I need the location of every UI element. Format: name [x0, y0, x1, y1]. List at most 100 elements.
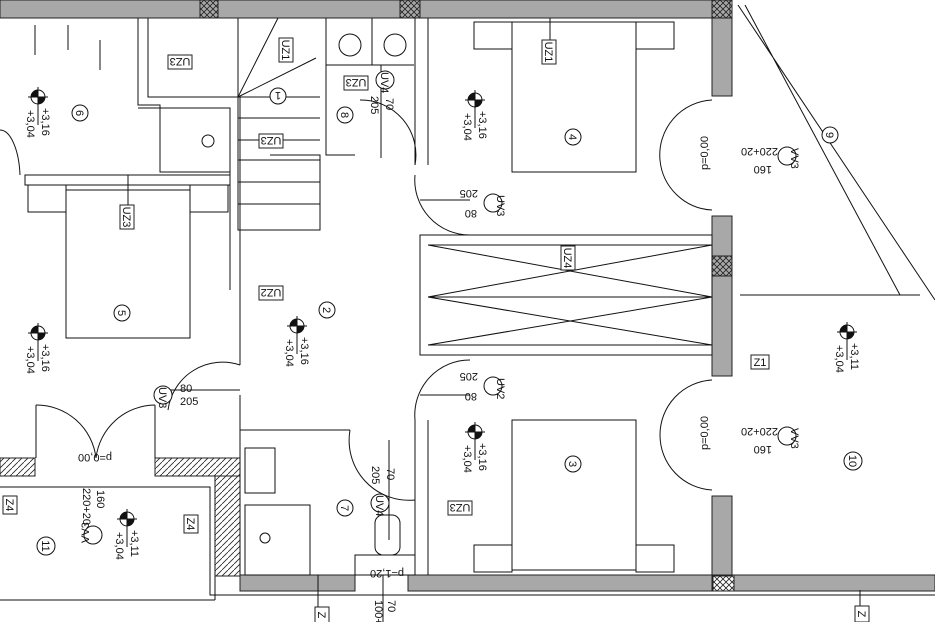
svg-text:+3,04: +3,04 — [24, 346, 36, 374]
svg-text:VV3: VV3 — [80, 522, 92, 543]
svg-text:UV2: UV2 — [494, 378, 506, 399]
svg-text:1: 1 — [275, 89, 281, 101]
svg-text:+3,04: +3,04 — [113, 532, 125, 560]
svg-text:UV4: UV4 — [373, 495, 385, 516]
svg-text:+3,04: +3,04 — [833, 345, 845, 373]
svg-text:160: 160 — [94, 490, 106, 508]
door-uv3-right: UV3 80 205 — [460, 187, 506, 219]
tag-z4: Z4 — [2, 495, 18, 515]
level-markers: +3,16+3,04 +3,16+3,04 +3,16+3,04 +3,16+3… — [24, 86, 860, 560]
svg-text:11: 11 — [39, 540, 51, 551]
svg-text:+3,04: +3,04 — [461, 445, 473, 473]
svg-text:UZ3: UZ3 — [450, 501, 471, 513]
svg-text:UZ3: UZ3 — [120, 207, 132, 228]
level-marker-r3: +3,16+3,04 — [461, 421, 488, 473]
svg-text:+3,16: +3,16 — [39, 344, 51, 372]
svg-text:205: 205 — [369, 466, 381, 484]
tag-uz3: UZ3 — [258, 133, 284, 149]
svg-text:4: 4 — [566, 134, 578, 140]
svg-text:70: 70 — [384, 468, 396, 480]
room-9: 9 — [821, 126, 839, 144]
tag-uz3: UZ3 — [447, 500, 473, 516]
tag-z: Z — [314, 606, 330, 622]
svg-text:3: 3 — [566, 461, 578, 467]
svg-text:70: 70 — [385, 600, 397, 612]
svg-text:UZ4: UZ4 — [561, 248, 573, 269]
svg-text:205: 205 — [460, 370, 478, 382]
svg-text:+3,16: +3,16 — [476, 443, 488, 471]
element-tags: UZ3 UZ1 UZ3 UZ3 UZ3 UZ1 UZ2 UZ4 Z1 UZ3 Z… — [2, 37, 870, 622]
tag-z: Z — [854, 605, 870, 622]
svg-text:UZ1: UZ1 — [542, 42, 554, 63]
svg-text:Z4: Z4 — [184, 518, 196, 531]
svg-text:10: 10 — [846, 455, 858, 467]
svg-text:100+: 100+ — [372, 600, 384, 622]
svg-text:UV4: UV4 — [378, 72, 390, 93]
svg-text:205: 205 — [180, 396, 198, 408]
svg-text:+3,11: +3,11 — [848, 343, 860, 370]
level-marker-r10: +3,11+3,04 — [833, 321, 860, 373]
svg-text:+3,04: +3,04 — [283, 339, 295, 367]
level-marker-r6: +3,16+3,04 — [24, 86, 51, 138]
room-11: 11 — [36, 536, 56, 556]
tag-z1: Z1 — [750, 354, 770, 370]
svg-text:UV3: UV3 — [494, 195, 506, 216]
svg-text:70: 70 — [383, 98, 395, 110]
tag-uz2: UZ2 — [258, 285, 284, 301]
svg-text:220+20: 220+20 — [741, 145, 778, 157]
room-10: 10 — [843, 451, 863, 471]
svg-text:Z1: Z1 — [754, 357, 767, 369]
svg-text:80: 80 — [465, 390, 477, 402]
svg-text:80: 80 — [465, 207, 477, 219]
svg-text:VV3: VV3 — [788, 428, 800, 449]
svg-text:205: 205 — [368, 96, 380, 114]
level-marker-r11: +3,11+3,04 — [113, 508, 140, 560]
svg-text:UZ3: UZ3 — [170, 55, 191, 67]
svg-text:205: 205 — [460, 187, 478, 199]
svg-text:UZ3: UZ3 — [346, 76, 367, 88]
svg-text:160: 160 — [754, 443, 772, 455]
svg-text:p=0,00: p=0,00 — [699, 416, 711, 450]
svg-text:8: 8 — [338, 112, 350, 118]
svg-text:+3,16: +3,16 — [298, 337, 310, 365]
tag-uz4: UZ4 — [560, 245, 576, 271]
svg-text:VV3: VV3 — [788, 148, 800, 169]
tag-uz3: UZ3 — [119, 204, 135, 230]
level-marker-r4: +3,16+3,04 — [461, 89, 488, 141]
svg-text:7: 7 — [338, 505, 350, 511]
svg-text:6: 6 — [73, 110, 85, 116]
room-5: 5 — [113, 304, 131, 322]
svg-text:UZ2: UZ2 — [261, 286, 282, 298]
room-8: 8 — [336, 106, 354, 124]
svg-text:160: 160 — [754, 163, 772, 175]
room-3: 3 — [564, 455, 582, 473]
room-2: 2 — [318, 301, 336, 319]
svg-text:Z: Z — [855, 611, 867, 618]
svg-text:UV3: UV3 — [156, 387, 168, 408]
svg-text:p=0,00: p=0,00 — [78, 451, 112, 463]
room-6: 6 — [71, 104, 89, 122]
svg-text:+3,04: +3,04 — [461, 113, 473, 141]
tag-uz1: UZ1 — [541, 39, 557, 65]
svg-text:Z: Z — [315, 612, 327, 619]
door-vv3-mid: VV3 160 220+20 p=0,00 — [699, 416, 800, 455]
svg-text:+3,16: +3,16 — [39, 108, 51, 136]
svg-text:+3,11: +3,11 — [128, 530, 140, 557]
svg-text:+3,04: +3,04 — [24, 110, 36, 138]
svg-text:2: 2 — [320, 307, 332, 313]
svg-text:220+20: 220+20 — [80, 488, 92, 525]
svg-text:220+20: 220+20 — [741, 425, 778, 437]
tag-uz3: UZ3 — [343, 75, 369, 91]
tag-uz1: UZ1 — [278, 37, 294, 63]
room-7: 7 — [336, 499, 354, 517]
walls — [0, 0, 935, 601]
room-labels: 1 2 3 4 5 6 7 8 9 10 11 — [36, 87, 863, 556]
svg-text:Z4: Z4 — [3, 499, 15, 512]
svg-text:UZ1: UZ1 — [279, 40, 291, 61]
